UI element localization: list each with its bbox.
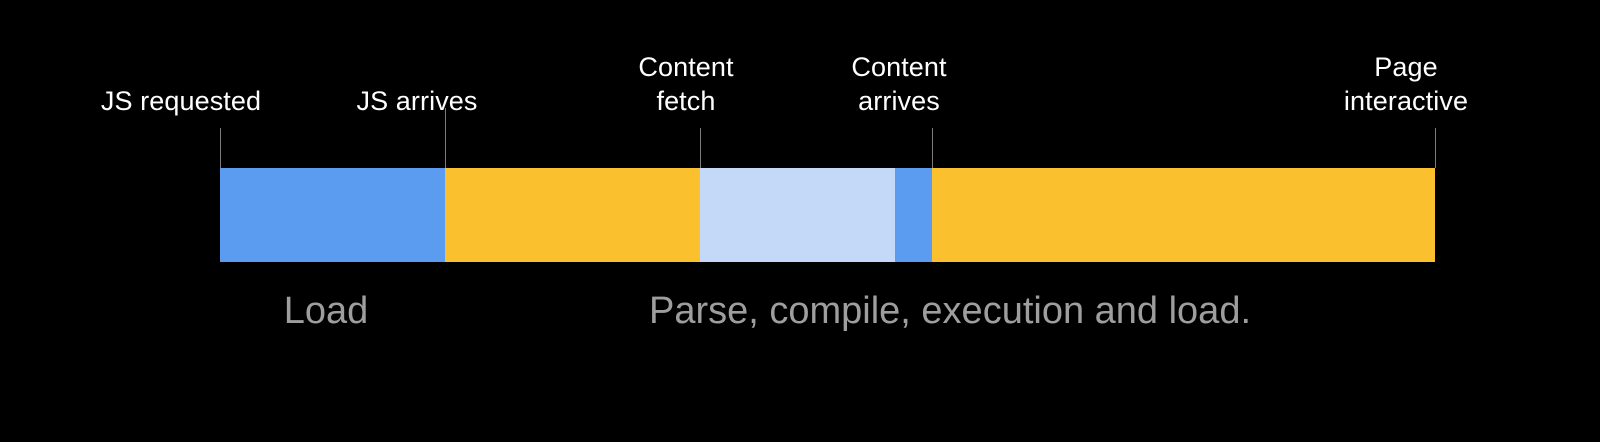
marker-label-line: interactive <box>1343 86 1469 116</box>
marker-label-line: Content <box>638 52 734 82</box>
leader-line-page-interactive <box>1435 128 1436 168</box>
marker-label-content-fetch: Content fetch <box>638 50 733 118</box>
timeline-bar <box>220 168 1435 262</box>
bar-segment-load-network <box>220 168 445 262</box>
bar-segment-content-network <box>895 168 932 262</box>
marker-label-line: arrives <box>858 86 940 116</box>
marker-label-content-arrives: Content arrives <box>851 50 946 118</box>
marker-label-line: JS requested <box>100 86 262 116</box>
marker-label-js-requested: JS requested <box>101 84 261 118</box>
phase-caption-parse-compile-execution-and-load: Parse, compile, execution and load. <box>648 290 1252 332</box>
leader-line-content-arrives <box>932 128 933 168</box>
bar-segment-content-fetch-wait <box>700 168 895 262</box>
phase-caption-load: Load <box>283 290 369 332</box>
marker-label-line: Content <box>851 52 947 82</box>
marker-label-line: JS arrives <box>356 86 478 116</box>
leader-line-js-arrives <box>445 108 446 168</box>
marker-label-page-interactive: Page interactive <box>1344 50 1468 118</box>
marker-label-line: Page <box>1374 52 1438 82</box>
leader-line-content-fetch <box>700 128 701 168</box>
marker-label-line: fetch <box>656 86 716 116</box>
bar-segment-post-content-execute <box>932 168 1435 262</box>
bar-segment-parse-compile-execute <box>445 168 700 262</box>
marker-label-js-arrives: JS arrives <box>356 84 477 118</box>
leader-line-js-requested <box>220 128 221 168</box>
